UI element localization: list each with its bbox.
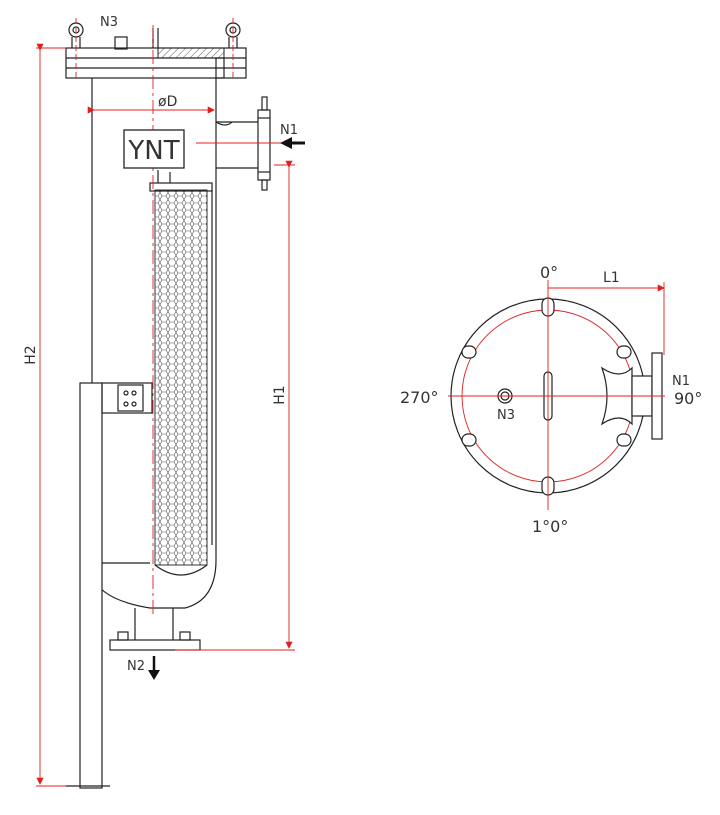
outlet-nozzle-n2 [109,608,201,651]
top-cover-flange [65,47,247,79]
bottom-dished-head [91,559,217,609]
outlet-flow-arrow [148,656,160,680]
label-n1-side: N1 [280,123,298,138]
label-n3-side: N3 [100,15,118,30]
angle-left: 270° [400,388,439,407]
label-l1: L1 [603,270,620,286]
brand-label: YNT [127,136,179,166]
support-leg [79,382,103,789]
lifting-eye-right [225,22,241,48]
label-n2-side: N2 [127,659,145,674]
lifting-eye-left [68,22,84,48]
angle-bottom: 1°0° [532,517,568,536]
side-view [36,18,305,789]
label-n1-top: N1 [672,374,690,389]
label-n3-top: N3 [497,408,515,423]
label-diameter: øD [158,94,177,110]
angle-top: 0° [540,263,558,282]
brand-label-box: YNT [123,129,185,169]
inlet-nozzle-n1 [215,96,271,191]
top-view [448,280,665,510]
label-h1: H1 [272,385,288,404]
inlet-flow-arrow [280,137,305,149]
angle-right: 90° [674,389,702,408]
vent-nozzle-n3 [114,36,128,50]
label-h2: H2 [23,345,39,364]
filter-bag-mesh [154,189,208,566]
